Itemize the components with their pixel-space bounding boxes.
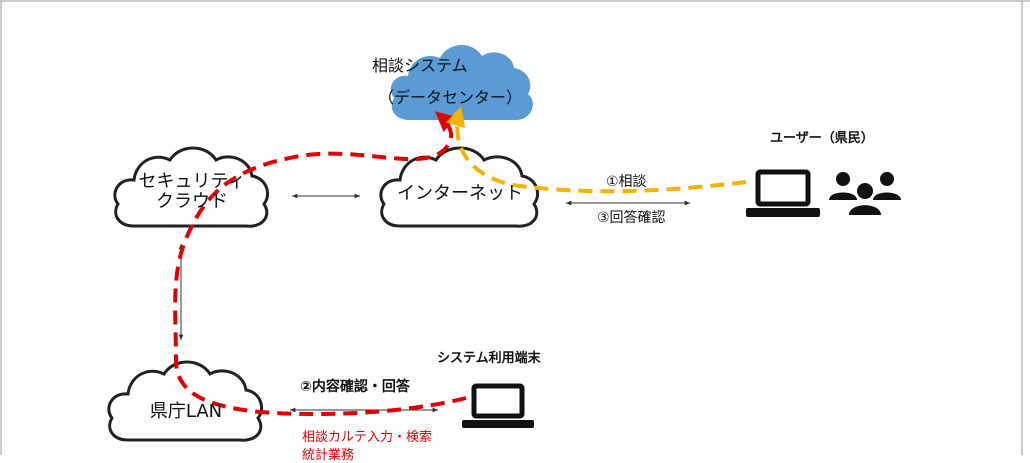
user-laptop-icon — [746, 169, 820, 217]
flow-consult-label: ①相談 — [606, 174, 647, 190]
user-title: ユーザー（県民） — [770, 131, 874, 146]
terminal-laptop-icon — [462, 383, 534, 428]
flow-content-check-label: ②内容確認・回答 — [300, 379, 410, 395]
internet-cloud-label: インターネット — [397, 183, 523, 204]
tasks-line2: 統計業務 — [302, 448, 355, 463]
security-cloud-line1: セキュリティ — [138, 171, 246, 192]
system-sub-label: （データセンター） — [378, 88, 523, 107]
security-cloud-line2: クラウド — [156, 190, 228, 212]
pref-lan-cloud-icon — [107, 360, 263, 442]
system-name-label: 相談システム — [372, 56, 468, 75]
user-route-line — [445, 106, 747, 194]
terminal-title: システム利用端末 — [437, 351, 541, 366]
tasks-line1: 相談カルテ入力・検索 — [302, 430, 433, 445]
flow-answer-check-label: ③回答確認 — [597, 210, 666, 226]
users-group-icon — [829, 172, 901, 215]
pref-lan-cloud-label: 県庁LAN — [149, 401, 223, 422]
datacenter-cloud-icon — [390, 44, 533, 120]
security-cloud-label: セキュリティ クラウド — [112, 172, 272, 212]
staff-route-line — [173, 111, 467, 417]
security-cloud-icon — [113, 146, 269, 228]
